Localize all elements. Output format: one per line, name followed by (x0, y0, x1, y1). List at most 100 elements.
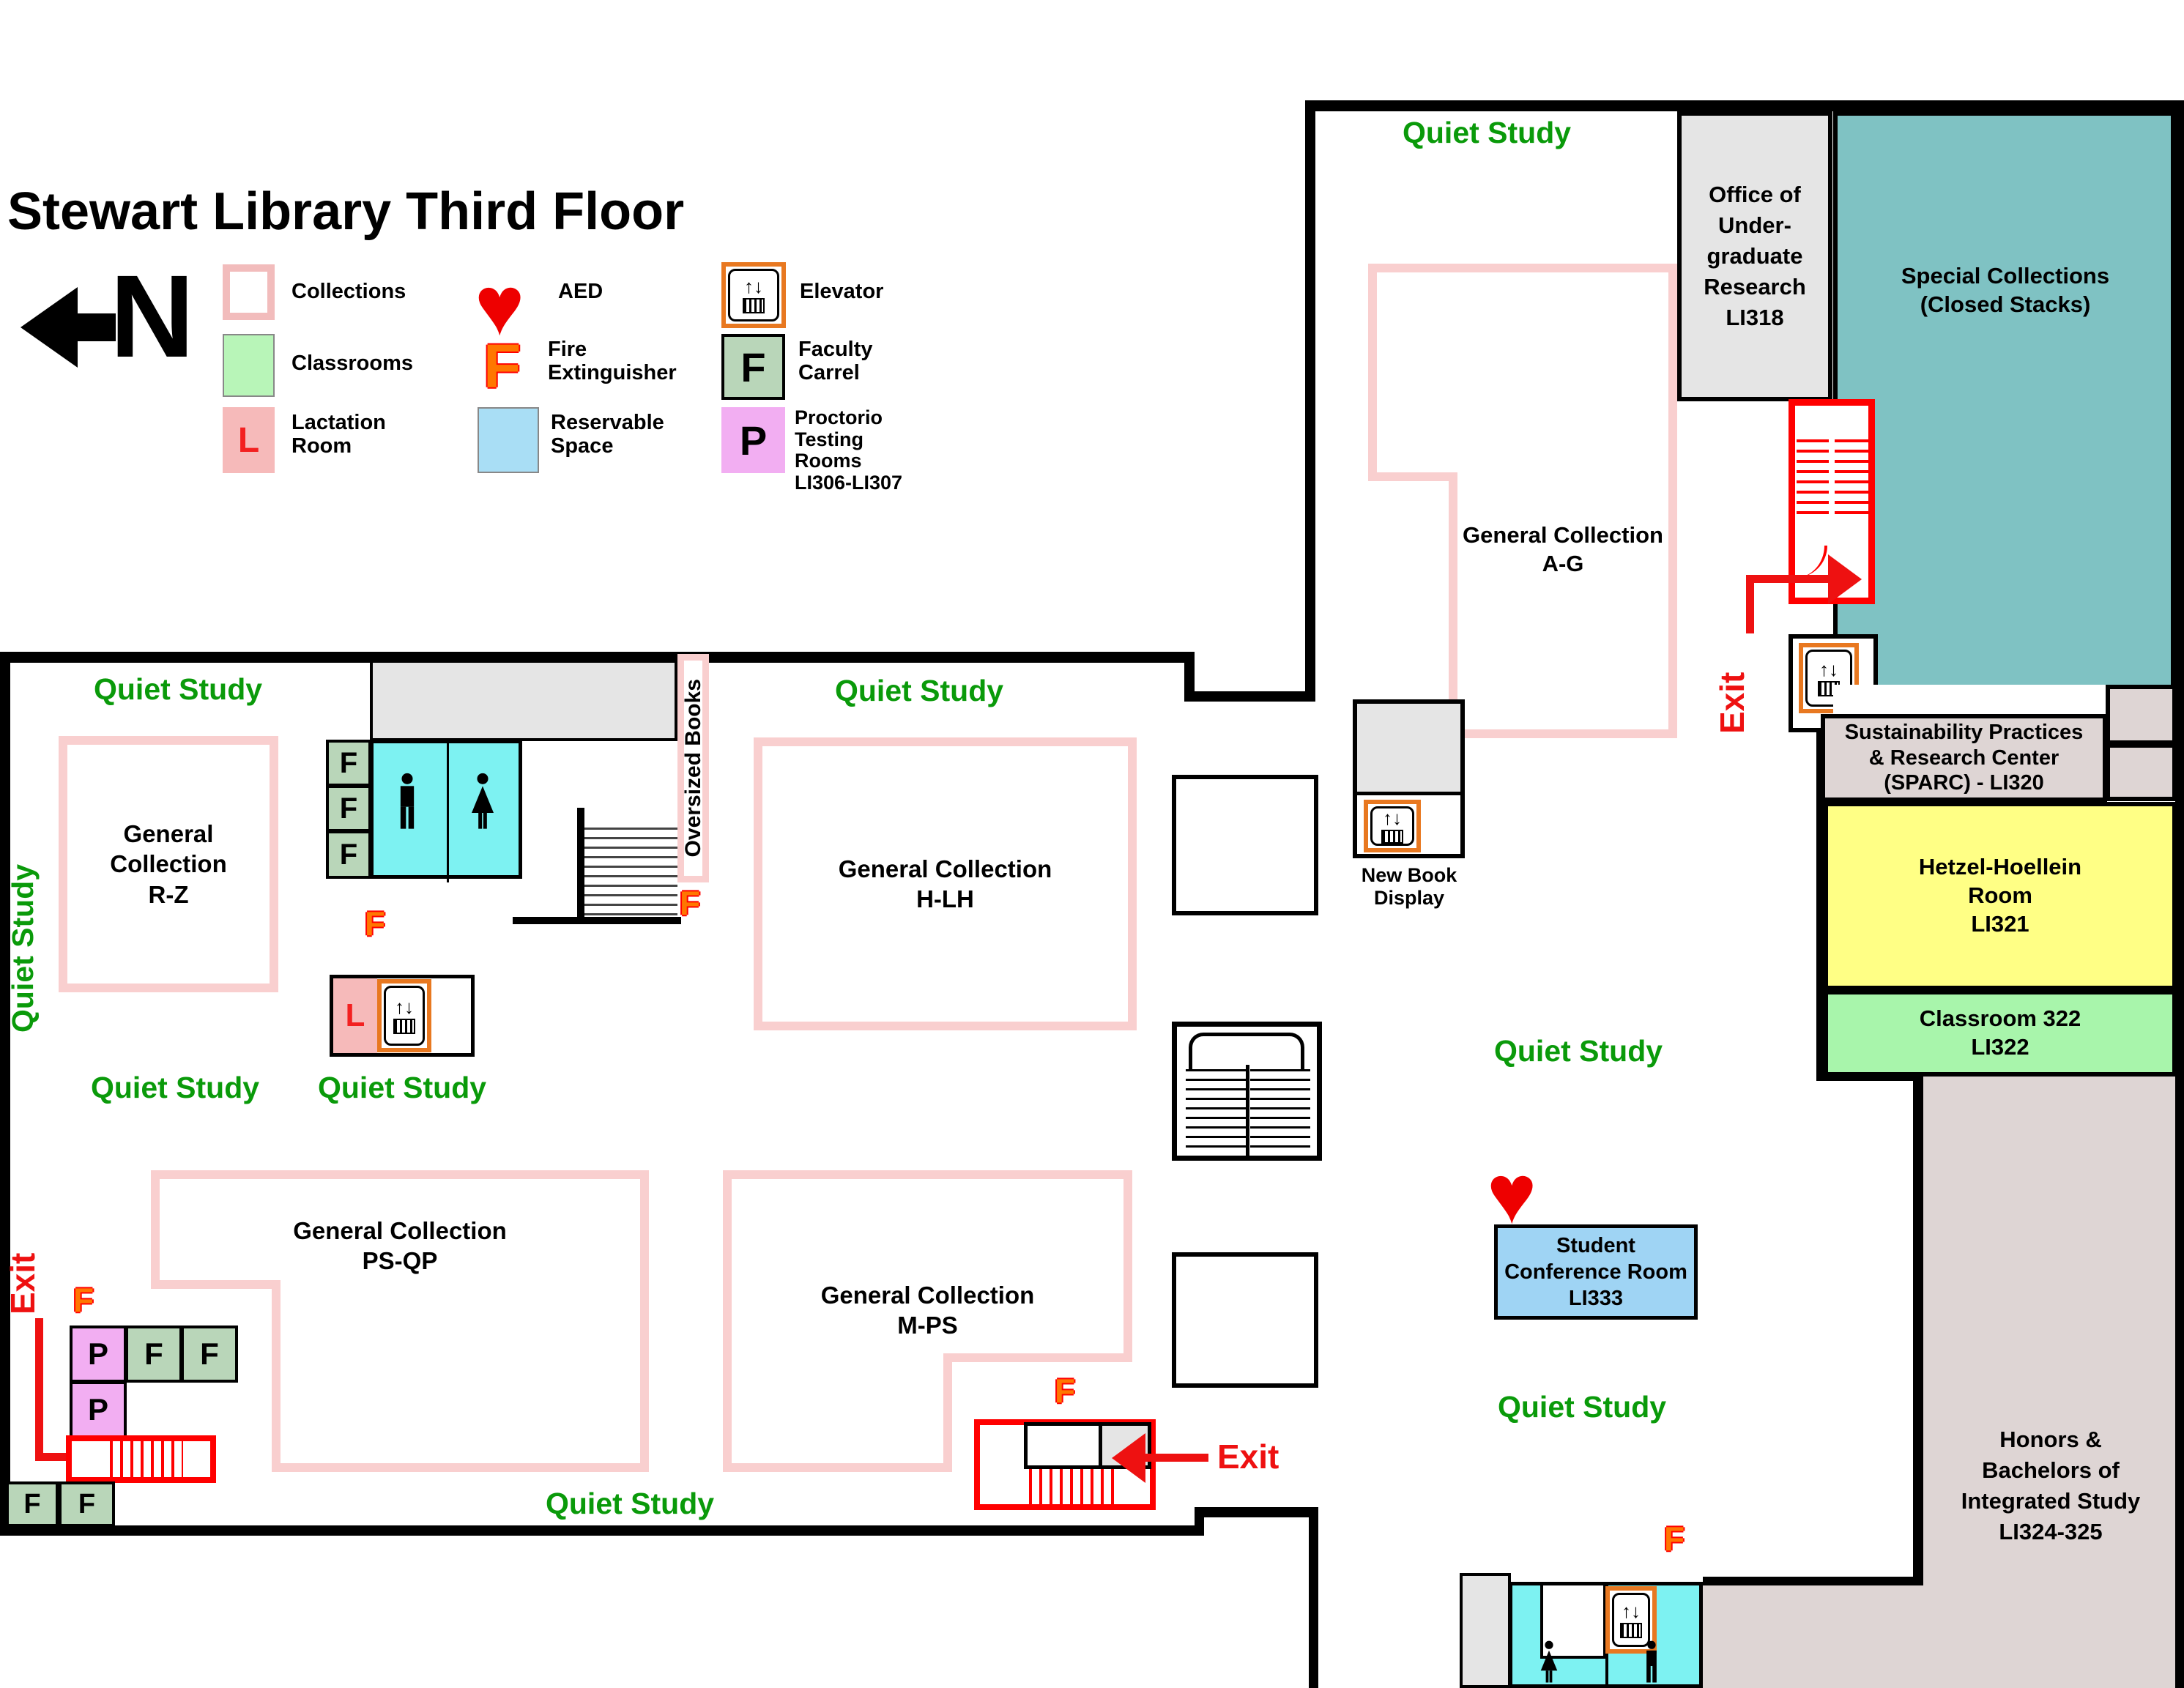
stairs-nw-bottom-wall (513, 917, 681, 924)
restrooms-west (370, 740, 522, 882)
oversized-books-strip: Oversized Books (677, 654, 709, 882)
stairs-rail (1189, 1033, 1304, 1071)
gray-strip-west (370, 663, 677, 741)
wall-west-bottom (0, 1525, 1204, 1536)
exit-route-sw-vert (35, 1318, 43, 1461)
room-ag: General Collection A-G (1368, 264, 1677, 738)
wall-jog-horiz (1184, 691, 1315, 702)
proctorio-letter: P (739, 417, 768, 464)
legend-reservable-swatch (478, 407, 539, 473)
room-mps-label: General Collection M-PS (820, 1282, 1035, 1339)
room-honors-fill-2 (1703, 1585, 1930, 1688)
exit-label-se: Exit (1217, 1438, 1279, 1476)
lactation-letter: L (237, 420, 260, 460)
legend-collections-label: Collections (291, 280, 406, 303)
proctorio-room-1: P (70, 1326, 127, 1383)
wall-honors-notch (1703, 1577, 1923, 1585)
wall-jog-vert (1184, 652, 1195, 702)
quiet-study-southeast: Quiet Study (1498, 1390, 1667, 1424)
fire-south: F (1664, 1520, 1685, 1558)
men-icon-west (392, 773, 423, 831)
exit-route-se (1143, 1454, 1208, 1462)
stairs-nw-treads (584, 828, 677, 917)
legend-elevator-label: Elevator (800, 280, 884, 303)
central-stairs (1172, 1022, 1322, 1161)
men-icon-south (1639, 1640, 1664, 1684)
quiet-study-bottom: Quiet Study (546, 1487, 715, 1520)
quiet-study-center: Quiet Study (1494, 1034, 1663, 1068)
elevator-south-icon: ↑↓ (1605, 1586, 1657, 1654)
wall-south-upper (1195, 1507, 1318, 1517)
legend-aed-icon: ♥ (475, 259, 525, 353)
room-hetzel: Hetzel-Hoellein Room LI321 (1824, 802, 2177, 990)
wall-east-edge (2175, 100, 2184, 1688)
page-title: Stewart Library Third Floor (7, 182, 685, 241)
wall-west-left (0, 652, 10, 1536)
faculty-carrel-bottom-2: F (59, 1481, 115, 1527)
room-rz: General Collection R-Z (59, 736, 278, 992)
room-special-collections (1833, 111, 2175, 702)
wall-south-corridor (1309, 1507, 1318, 1688)
room-conference: Student Conference Room LI333 (1494, 1224, 1698, 1320)
room-special-collections-label: Special Collections (Closed Stacks) (1901, 263, 2110, 317)
faculty-carrel-2: F (326, 785, 371, 832)
room-mps: General Collection M-PS (723, 1170, 1132, 1472)
exit-arrow-ne (1828, 554, 1862, 604)
aed-center-icon: ♥ (1487, 1148, 1537, 1241)
stairs-sw-treads (110, 1438, 183, 1480)
faculty-carrel-3: F (326, 830, 371, 879)
proctorio-room-2: P (70, 1381, 127, 1438)
elevator-newbook-icon: ↑↓ (1364, 800, 1421, 852)
north-label: N (110, 250, 195, 382)
stairs-nw-left-wall (577, 808, 584, 924)
exit-label-ne: Exit (1713, 672, 1751, 734)
fire-sw: F (73, 1281, 94, 1319)
exit-label-sw: Exit (4, 1252, 42, 1315)
lactation-room: L (333, 978, 377, 1053)
elevator-west-icon: ↑↓ (377, 979, 431, 1052)
stairs-se-landing (1024, 1422, 1102, 1469)
quiet-study-mid-left: Quiet Study (91, 1071, 260, 1104)
legend-aed-label: AED (558, 280, 603, 303)
legend-proctorio-swatch: P (721, 407, 785, 473)
open-area-box-b (1172, 1252, 1318, 1388)
legend-classrooms-label: Classrooms (291, 352, 414, 375)
quiet-study-hlh-top: Quiet Study (835, 674, 1004, 707)
elevator-people-icon (743, 298, 765, 313)
small-room-south (1460, 1573, 1511, 1688)
small-room-right-1 (2106, 685, 2177, 745)
room-honors-fill-1 (1923, 1077, 2175, 1688)
legend-fire-icon: F (483, 332, 521, 401)
quiet-study-mid-center: Quiet Study (318, 1071, 487, 1104)
wall-west-top (0, 652, 1195, 663)
fire-west-2: F (680, 884, 701, 922)
room-sparc: Sustainability Practices & Research Cent… (1821, 714, 2107, 802)
women-icon-west (467, 773, 498, 831)
quiet-study-north: Quiet Study (1403, 116, 1572, 149)
elevator-arrows-icon: ↑↓ (744, 275, 763, 297)
small-room-right-2 (2106, 743, 2177, 801)
open-area-box-a (1172, 775, 1318, 915)
room-ag-label: General Collection A-G (1463, 522, 1663, 576)
legend-faculty-swatch: F (721, 334, 785, 400)
legend-classrooms-swatch (223, 334, 275, 397)
wall-honors-left (1913, 1072, 1923, 1585)
wall-north-left (1305, 100, 1315, 702)
new-book-display-label: New Book Display (1361, 864, 1457, 910)
legend-reservable-label: Reservable Space (551, 411, 664, 458)
faculty-letter: F (740, 343, 766, 390)
legend-lactation-label: Lactation Room (291, 411, 386, 458)
oversized-books-label: Oversized Books (680, 679, 705, 858)
stairs-ne-left-treads (1797, 439, 1829, 518)
room-li318: Office of Under- graduate Research LI318 (1677, 111, 1832, 401)
legend-faculty-label: Faculty Carrel (798, 338, 873, 384)
exit-arrow-se (1112, 1433, 1145, 1483)
quiet-study-west-top: Quiet Study (94, 672, 263, 706)
room-psqp: General Collection PS-QP (151, 1170, 649, 1472)
faculty-carrel-sw-1: F (125, 1326, 182, 1383)
room-hlh: General Collection H-LH (754, 737, 1137, 1030)
exit-route-sw-horiz (35, 1453, 81, 1461)
room-classroom322: Classroom 322 LI322 (1824, 990, 2177, 1077)
legend-fire-label: Fire Extinguisher (548, 338, 677, 384)
